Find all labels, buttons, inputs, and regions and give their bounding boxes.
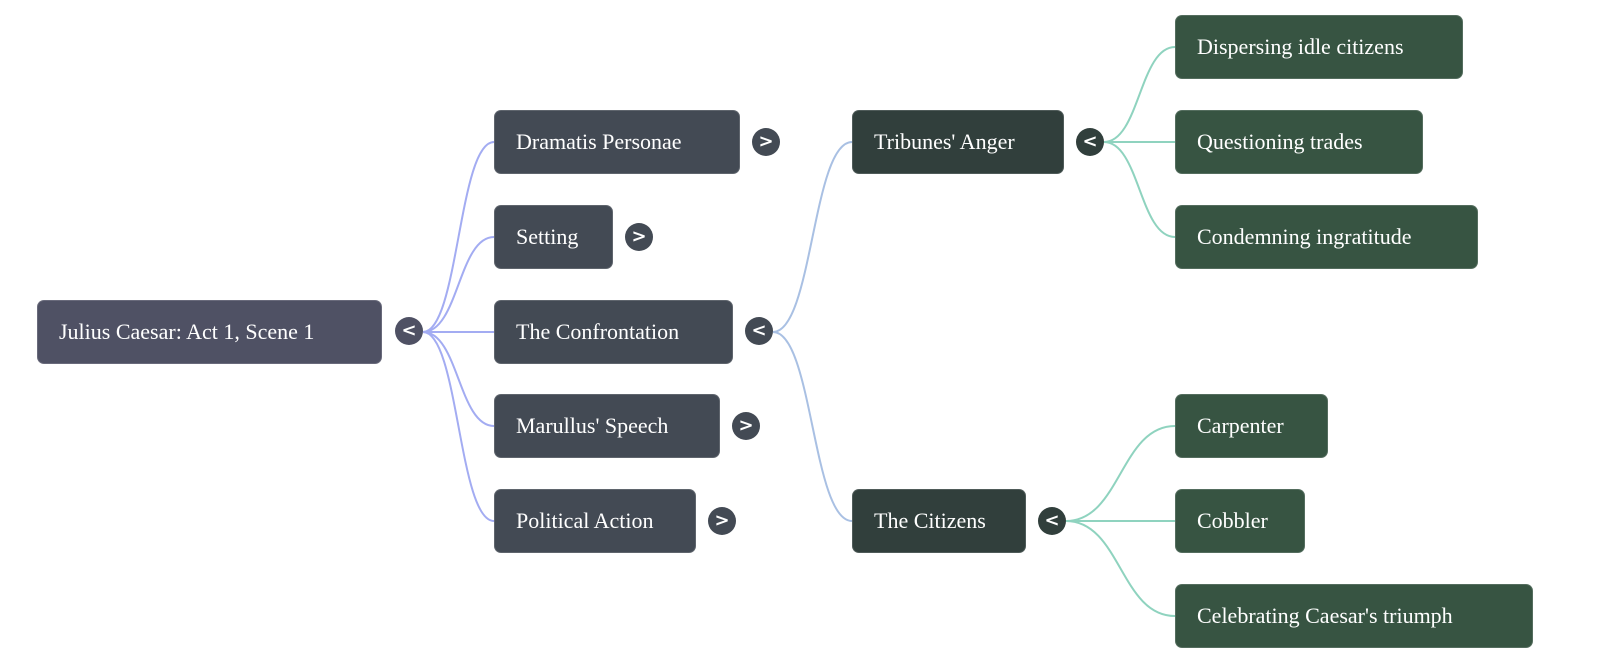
section-node-political-action[interactable]: Political Action <box>494 489 696 553</box>
leaf-node-condemning-ingratitude[interactable]: Condemning ingratitude <box>1175 205 1478 269</box>
root-node-label: Julius Caesar: Act 1, Scene 1 <box>59 319 315 344</box>
leaf-node-carpenter[interactable]: Carpenter <box>1175 394 1328 458</box>
leaf-label: Carpenter <box>1197 413 1284 438</box>
leaf-label: Celebrating Caesar's triumph <box>1197 603 1453 628</box>
section-node-dramatis-personae[interactable]: Dramatis Personae <box>494 110 740 174</box>
edge-tribunes-leaf-0 <box>1103 46 1176 143</box>
subtopic-node-tribunes-anger[interactable]: Tribunes' Anger <box>852 110 1064 174</box>
edge-tribunes-leaf-2 <box>1103 141 1176 238</box>
edge-root-section-1 <box>422 236 495 333</box>
edge-root-section-0 <box>422 141 495 333</box>
section-label: Dramatis Personae <box>516 129 682 154</box>
collapse-toggle-tribunes-anger[interactable]: < <box>1076 128 1104 156</box>
leaf-label: Dispersing idle citizens <box>1197 34 1404 59</box>
expand-toggle-political-action[interactable]: > <box>708 507 736 535</box>
subtopic-label: Tribunes' Anger <box>874 129 1015 154</box>
edge-root-section-3 <box>422 331 495 427</box>
edge-root-section-4 <box>422 331 495 522</box>
leaf-node-dispersing-idle-citizens[interactable]: Dispersing idle citizens <box>1175 15 1463 79</box>
section-node-marullus-speech[interactable]: Marullus' Speech <box>494 394 720 458</box>
collapse-toggle-the-citizens[interactable]: < <box>1038 507 1066 535</box>
subtopic-label: The Citizens <box>874 508 986 533</box>
expand-toggle-setting[interactable]: > <box>625 223 653 251</box>
root-node[interactable]: Julius Caesar: Act 1, Scene 1 <box>37 300 382 364</box>
collapse-toggle-root[interactable]: < <box>395 317 423 345</box>
leaf-label: Condemning ingratitude <box>1197 224 1412 249</box>
section-label: Political Action <box>516 508 654 533</box>
section-label: Setting <box>516 224 579 249</box>
section-label: The Confrontation <box>516 319 680 344</box>
leaf-node-celebrating-caesars-triumph[interactable]: Celebrating Caesar's triumph <box>1175 584 1533 648</box>
expand-toggle-dramatis-personae[interactable]: > <box>752 128 780 156</box>
leaf-label: Questioning trades <box>1197 129 1363 154</box>
edge-confrontation-citizens <box>772 331 853 522</box>
edge-citizens-leaf-2 <box>1065 520 1176 617</box>
leaf-node-questioning-trades[interactable]: Questioning trades <box>1175 110 1423 174</box>
edge-confrontation-tribunes <box>772 141 853 333</box>
edge-citizens-leaf-0 <box>1065 425 1176 522</box>
collapse-toggle-the-confrontation[interactable]: < <box>745 317 773 345</box>
leaf-node-cobbler[interactable]: Cobbler <box>1175 489 1305 553</box>
expand-toggle-marullus-speech[interactable]: > <box>732 412 760 440</box>
section-label: Marullus' Speech <box>516 413 669 438</box>
section-node-the-confrontation[interactable]: The Confrontation <box>494 300 733 364</box>
section-node-setting[interactable]: Setting <box>494 205 613 269</box>
subtopic-node-the-citizens[interactable]: The Citizens <box>852 489 1026 553</box>
leaf-label: Cobbler <box>1197 508 1268 533</box>
